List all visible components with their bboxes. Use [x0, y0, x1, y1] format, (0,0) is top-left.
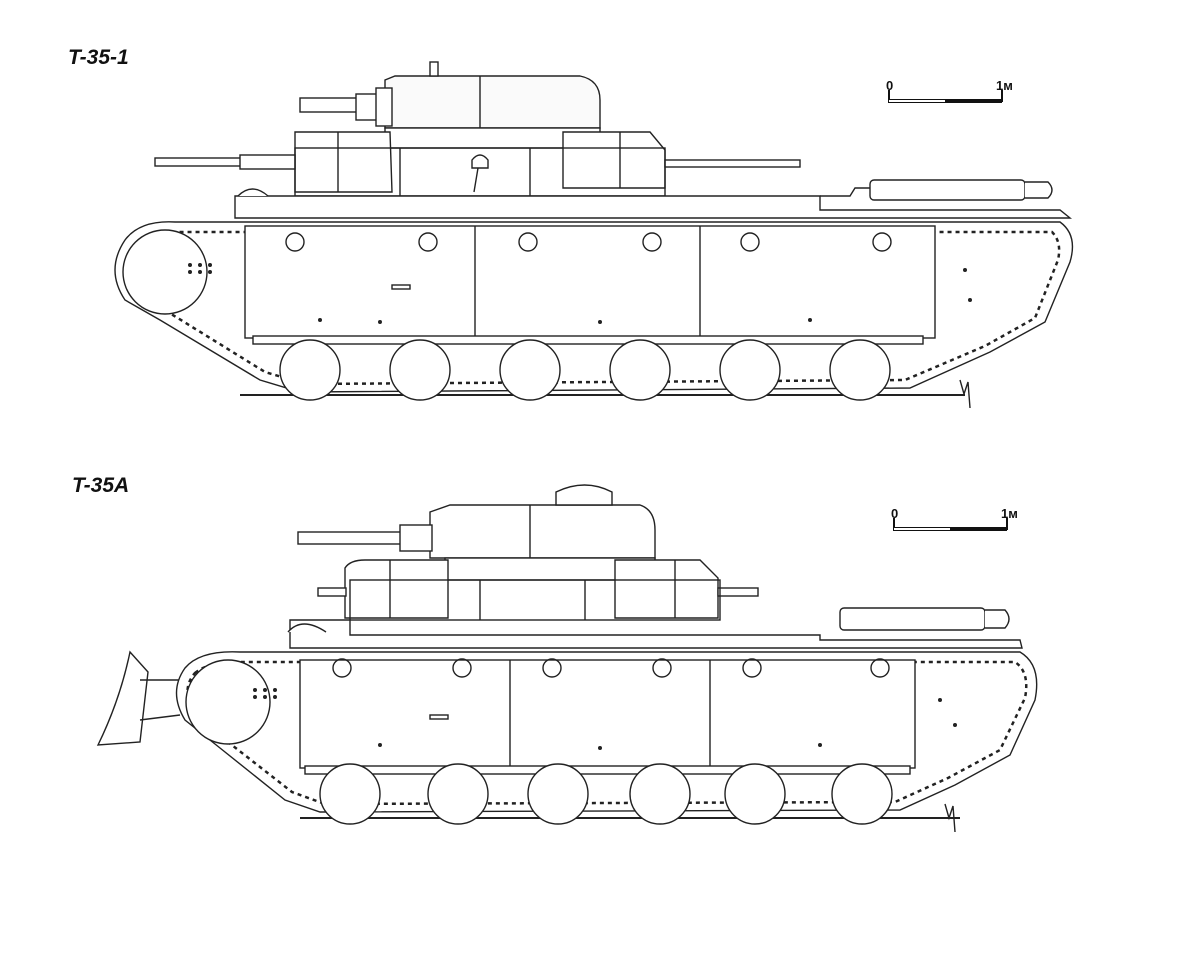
- scale-end-label: 1м: [996, 78, 1013, 93]
- hull-deck: [289, 619, 1023, 649]
- rear-exhaust-tube: [839, 607, 986, 631]
- road-wheels: [319, 763, 893, 825]
- front-idler: [122, 229, 208, 315]
- side-skirt: [299, 659, 916, 769]
- road-wheels: [279, 339, 891, 401]
- rear-subturret: [614, 559, 719, 619]
- scale-bar-top: 0 1м: [886, 78, 1028, 118]
- front-subturret: [344, 559, 449, 619]
- main-gun: [297, 531, 409, 545]
- scale-bar-bottom: 0 1м: [891, 506, 1033, 546]
- scale-segment-black: [950, 527, 1007, 531]
- return-rollers: [285, 232, 892, 252]
- main-turret: [384, 75, 601, 129]
- dozer-blade: [96, 650, 149, 746]
- main-turret: [429, 504, 656, 559]
- drawing-title-t35-1: T-35-1: [68, 46, 129, 69]
- drawing-title-t35a: T-35A: [72, 474, 130, 497]
- scale-segment-black: [945, 99, 1002, 103]
- side-skirt: [244, 225, 936, 339]
- scale-start-label: 0: [891, 506, 899, 521]
- scale-start-label: 0: [886, 78, 894, 93]
- superstructure: [349, 579, 721, 621]
- return-rollers: [332, 658, 890, 678]
- commander-cupola: [555, 484, 613, 506]
- front-idler: [185, 659, 271, 745]
- scale-end-label: 1м: [1001, 506, 1018, 521]
